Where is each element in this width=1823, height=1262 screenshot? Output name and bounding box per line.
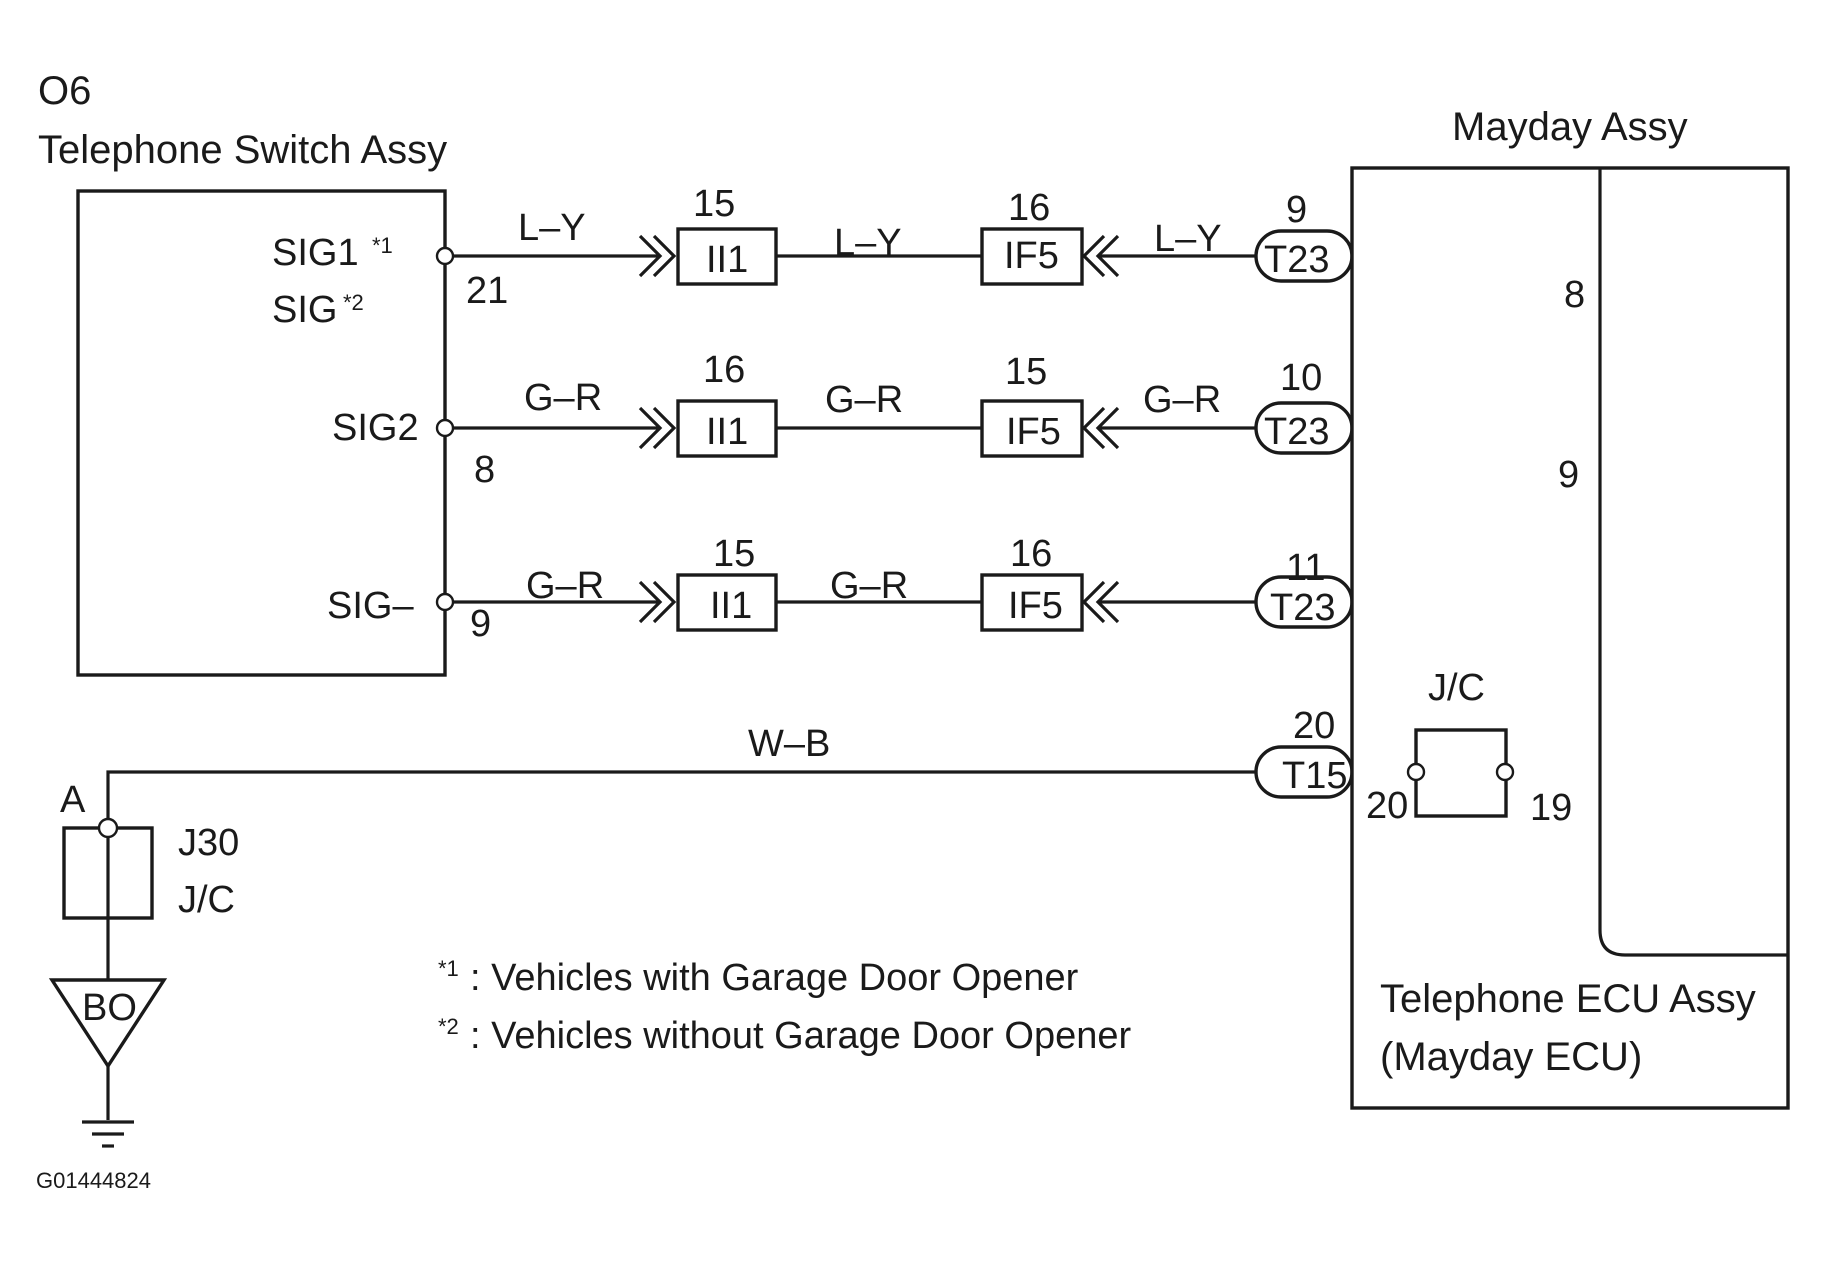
jc-j30 <box>62 817 154 990</box>
conn-label-r1-b: IF5 <box>1004 235 1059 277</box>
pin-dot-sigm <box>435 592 455 612</box>
ecu-pin-8: 8 <box>1564 274 1585 316</box>
conn-label-r3-b: IF5 <box>1008 585 1063 627</box>
ground-code-bo: BO <box>82 987 137 1029</box>
ecu-inner-divider <box>1598 168 1788 957</box>
connector-if5-row2 <box>980 399 1084 458</box>
switch-pin-sig-mark: *2 <box>343 290 364 315</box>
conn-num-r3-c: 11 <box>1286 547 1325 589</box>
wire-label-wb: W–B <box>748 723 830 765</box>
switch-pin-sig: SIG <box>272 289 337 331</box>
mayday-box <box>1350 166 1790 1110</box>
ecu-pin-9: 9 <box>1558 454 1579 496</box>
conn-num-r2-c: 10 <box>1280 357 1322 399</box>
note-1-mark: *1 <box>438 956 459 981</box>
pin-dot-sig1 <box>435 246 455 266</box>
conn-num-r1-b: 16 <box>1008 187 1050 229</box>
conn-label-r3-c: T23 <box>1270 587 1335 629</box>
conn-num-r2-a: 16 <box>703 349 745 391</box>
wire-label-r1-a: L–Y <box>518 207 586 249</box>
wire-label-r3-b: G–R <box>830 565 908 607</box>
pin-number-9: 9 <box>470 603 491 645</box>
mayday-title: Mayday Assy <box>1452 105 1688 149</box>
conn-label-t15: T15 <box>1282 755 1347 797</box>
note-2-mark: *2 <box>438 1014 459 1039</box>
conn-label-r2-c: T23 <box>1264 411 1329 453</box>
switch-name: Telephone Switch Assy <box>38 128 447 172</box>
connector-if5-row1 <box>980 227 1084 286</box>
mayday-jc <box>1406 728 1515 818</box>
wire-row-2 <box>435 399 1610 458</box>
switch-pin-sig1-mark: *1 <box>372 233 393 258</box>
ecu-name: Telephone ECU Assy <box>1380 977 1756 1021</box>
figure-id: G01444824 <box>36 1168 151 1193</box>
note-1-text: : Vehicles with Garage Door Opener <box>470 957 1079 999</box>
ground-wire <box>106 745 1418 828</box>
ground-symbol <box>48 978 168 1148</box>
pin-dot-sig2 <box>435 418 455 438</box>
ecu-sub: (Mayday ECU) <box>1380 1035 1642 1079</box>
mayday-jc-pin-19: 19 <box>1530 787 1572 829</box>
conn-num-r3-b: 16 <box>1010 533 1052 575</box>
connector-ii1-row1 <box>676 227 778 286</box>
switch-box <box>76 189 447 677</box>
switch-pin-sig2: SIG2 <box>332 407 419 449</box>
point-a-label: A <box>60 779 86 821</box>
pin-number-21: 21 <box>466 270 508 312</box>
conn-num-r1-c: 9 <box>1286 189 1307 231</box>
wire-label-r2-c: G–R <box>1143 379 1221 421</box>
pin-number-8: 8 <box>474 449 495 491</box>
conn-label-r3-a: II1 <box>710 585 752 627</box>
switch-pin-sig1: SIG1 <box>272 232 359 274</box>
conn-label-r2-b: IF5 <box>1006 411 1061 453</box>
wire-label-r1-b: L–Y <box>834 222 902 264</box>
connector-ii1-row3 <box>676 573 778 632</box>
mayday-jc-label: J/C <box>1428 667 1485 709</box>
wire-label-r2-a: G–R <box>524 377 602 419</box>
conn-num-r1-a: 15 <box>693 183 735 225</box>
jc-j30-label: J/C <box>178 879 235 921</box>
wire-label-r3-a: G–R <box>526 565 604 607</box>
conn-label-r1-a: II1 <box>706 239 748 281</box>
wire-label-r2-b: G–R <box>825 379 903 421</box>
wire-label-r1-c: L–Y <box>1154 218 1222 260</box>
conn-label-r1-c: T23 <box>1264 239 1329 281</box>
conn-num-t15: 20 <box>1293 705 1335 747</box>
conn-label-r2-a: II1 <box>706 411 748 453</box>
switch-code: O6 <box>38 69 91 113</box>
jc-j30-code: J30 <box>178 822 239 864</box>
mayday-jc-pin-20: 20 <box>1366 785 1408 827</box>
switch-pin-sigm: SIG– <box>327 585 414 627</box>
note-2-text: : Vehicles without Garage Door Opener <box>470 1015 1131 1057</box>
wire-row-1 <box>435 227 1610 286</box>
conn-num-r2-b: 15 <box>1005 351 1047 393</box>
connector-if5-row3 <box>980 573 1084 632</box>
conn-num-r3-a: 15 <box>713 533 755 575</box>
